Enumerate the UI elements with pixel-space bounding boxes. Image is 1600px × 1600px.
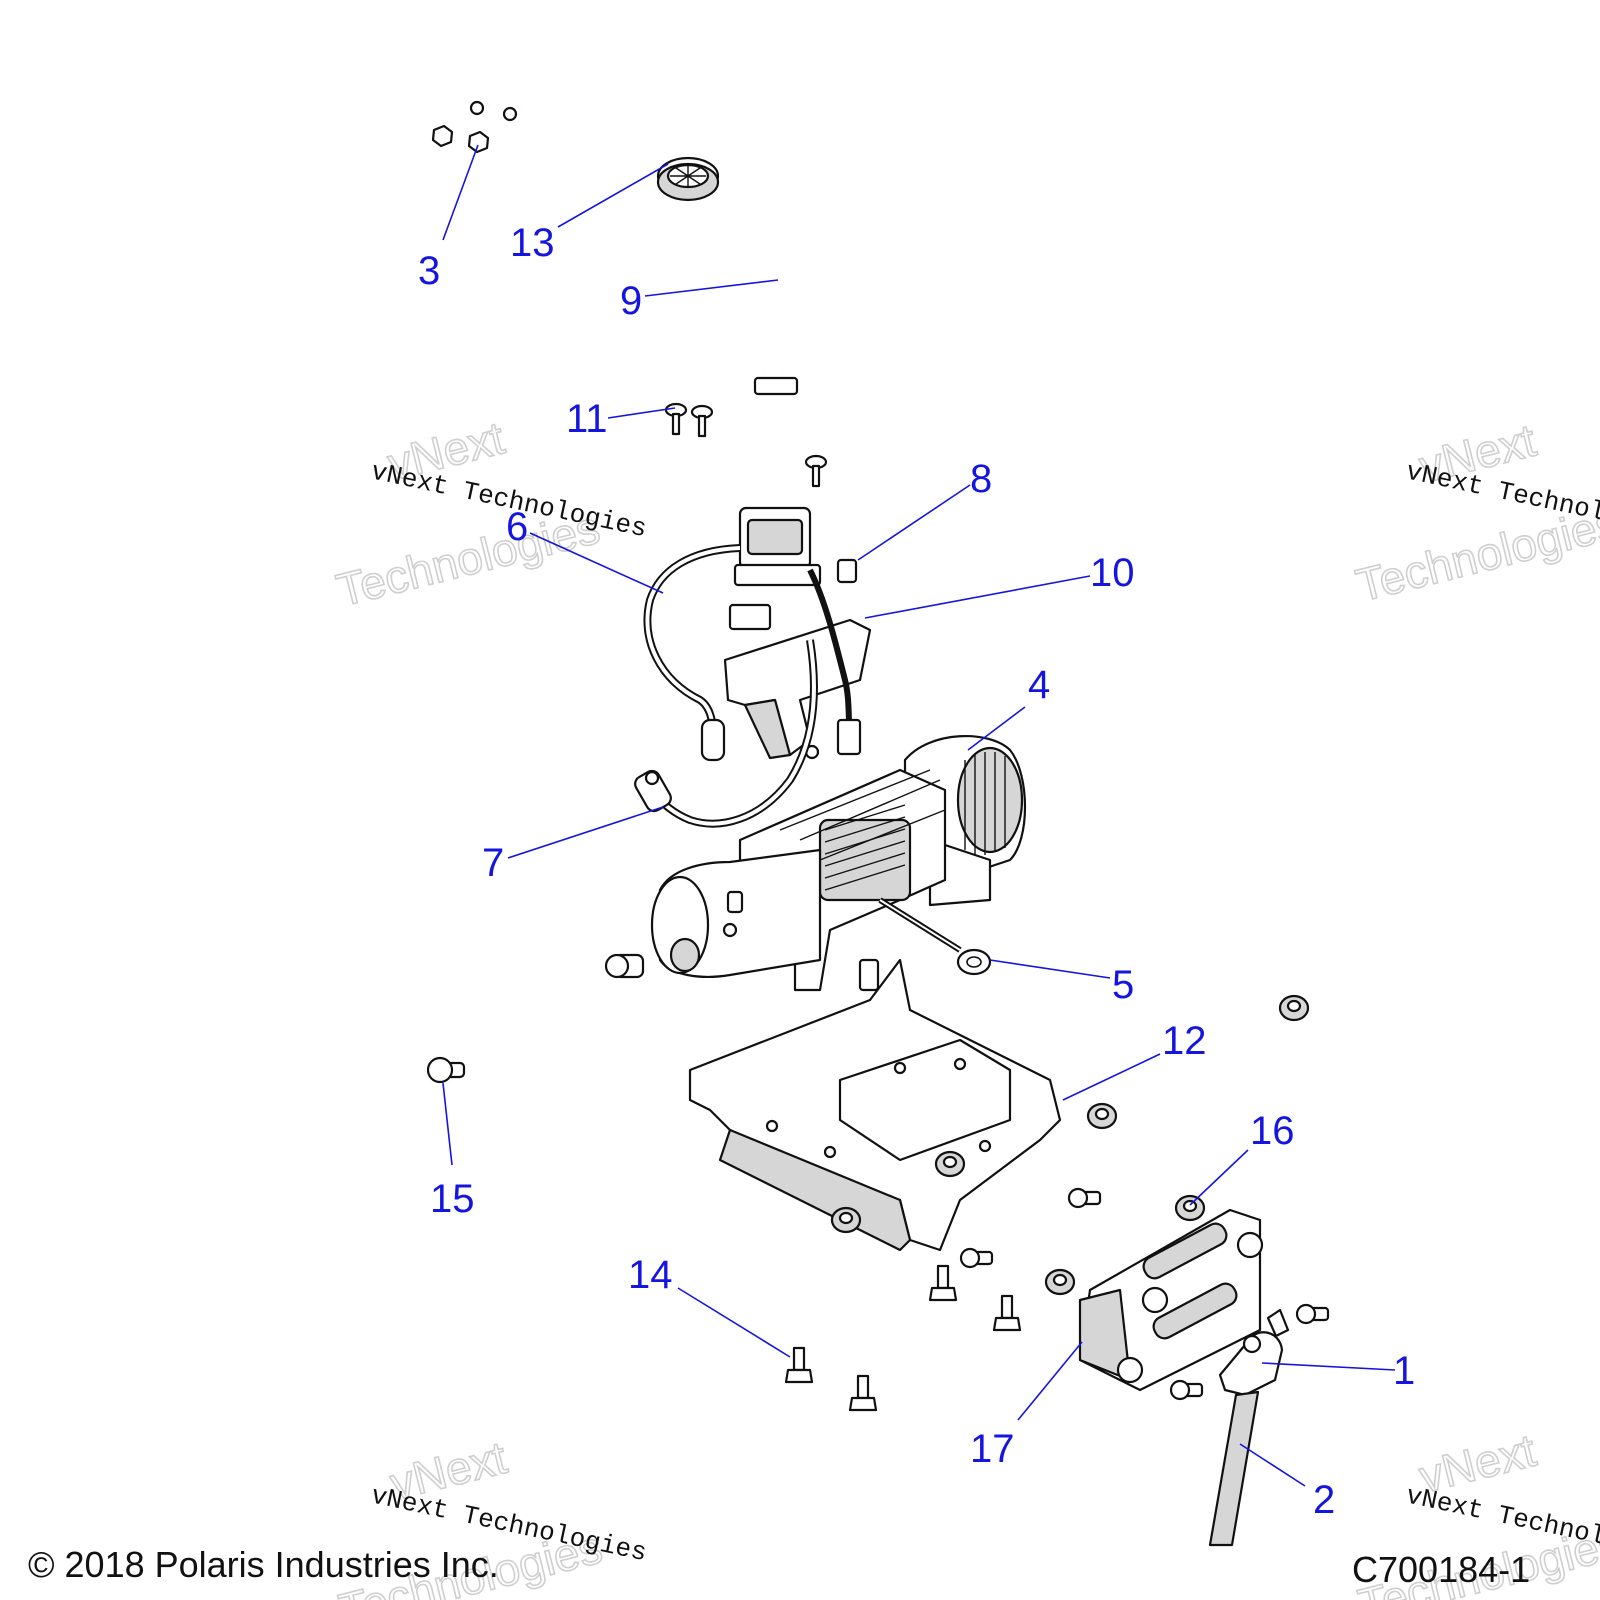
leader-5 xyxy=(989,959,1111,979)
callout-labels: 1 2 3 4 5 6 7 8 9 10 11 12 13 14 15 16 1… xyxy=(418,221,1415,1522)
part-1-hook xyxy=(1218,1308,1290,1397)
leader-1 xyxy=(1261,1362,1396,1371)
callout-4: 4 xyxy=(1028,663,1050,707)
part-17-roller-fairlead xyxy=(1078,1208,1264,1392)
leader-7 xyxy=(507,806,664,859)
part-4-winch xyxy=(604,735,1027,992)
part-5-wire-rope xyxy=(878,897,992,976)
callout-3: 3 xyxy=(418,249,440,293)
figure-code: C700184-1 xyxy=(1352,1549,1530,1590)
leader-lines xyxy=(442,144,1396,1487)
callout-16: 16 xyxy=(1250,1109,1295,1153)
leader-15 xyxy=(442,1082,453,1166)
callout-5: 5 xyxy=(1112,963,1134,1007)
callout-10: 10 xyxy=(1090,551,1135,595)
leader-11 xyxy=(607,407,676,419)
leader-3 xyxy=(442,144,479,241)
callout-8: 8 xyxy=(970,457,992,501)
part-2-strap xyxy=(1208,1390,1260,1547)
callout-14: 14 xyxy=(628,1253,673,1297)
part-3-nuts xyxy=(431,124,490,154)
callout-9: 9 xyxy=(620,279,642,323)
leader-12 xyxy=(1062,1053,1161,1101)
callout-1: 1 xyxy=(1393,1349,1415,1393)
leader-8 xyxy=(857,484,971,561)
callout-7: 7 xyxy=(482,841,504,885)
leader-9 xyxy=(644,279,779,297)
leader-2 xyxy=(1239,1443,1306,1487)
part-12-mount-plate xyxy=(688,958,1062,1252)
callout-2: 2 xyxy=(1313,1478,1335,1522)
part-15-bolt xyxy=(426,1056,466,1084)
part-8-contactor xyxy=(728,506,858,631)
leader-10 xyxy=(864,575,1091,619)
part-13-grommet xyxy=(656,156,720,202)
copyright-text: © 2018 Polaris Industries Inc. xyxy=(28,1544,499,1585)
part-16-nuts xyxy=(830,994,1310,1296)
leader-13 xyxy=(557,163,669,228)
callout-11: 11 xyxy=(566,397,608,441)
part-14-bolts xyxy=(784,1187,1330,1412)
part-9-battery-cables xyxy=(469,63,799,548)
callout-6: 6 xyxy=(506,505,528,549)
leader-16 xyxy=(1189,1149,1249,1206)
part-11-screws xyxy=(664,402,828,488)
leader-17 xyxy=(1017,1341,1083,1421)
part-6-control-cable xyxy=(643,544,862,762)
leader-6 xyxy=(529,532,664,594)
part-7-ground-cable xyxy=(634,639,818,828)
callout-17: 17 xyxy=(970,1427,1015,1471)
leader-4 xyxy=(967,706,1026,751)
callout-12: 12 xyxy=(1162,1019,1207,1063)
callout-13: 13 xyxy=(510,221,555,265)
leader-14 xyxy=(677,1287,791,1358)
callout-15: 15 xyxy=(430,1177,475,1221)
